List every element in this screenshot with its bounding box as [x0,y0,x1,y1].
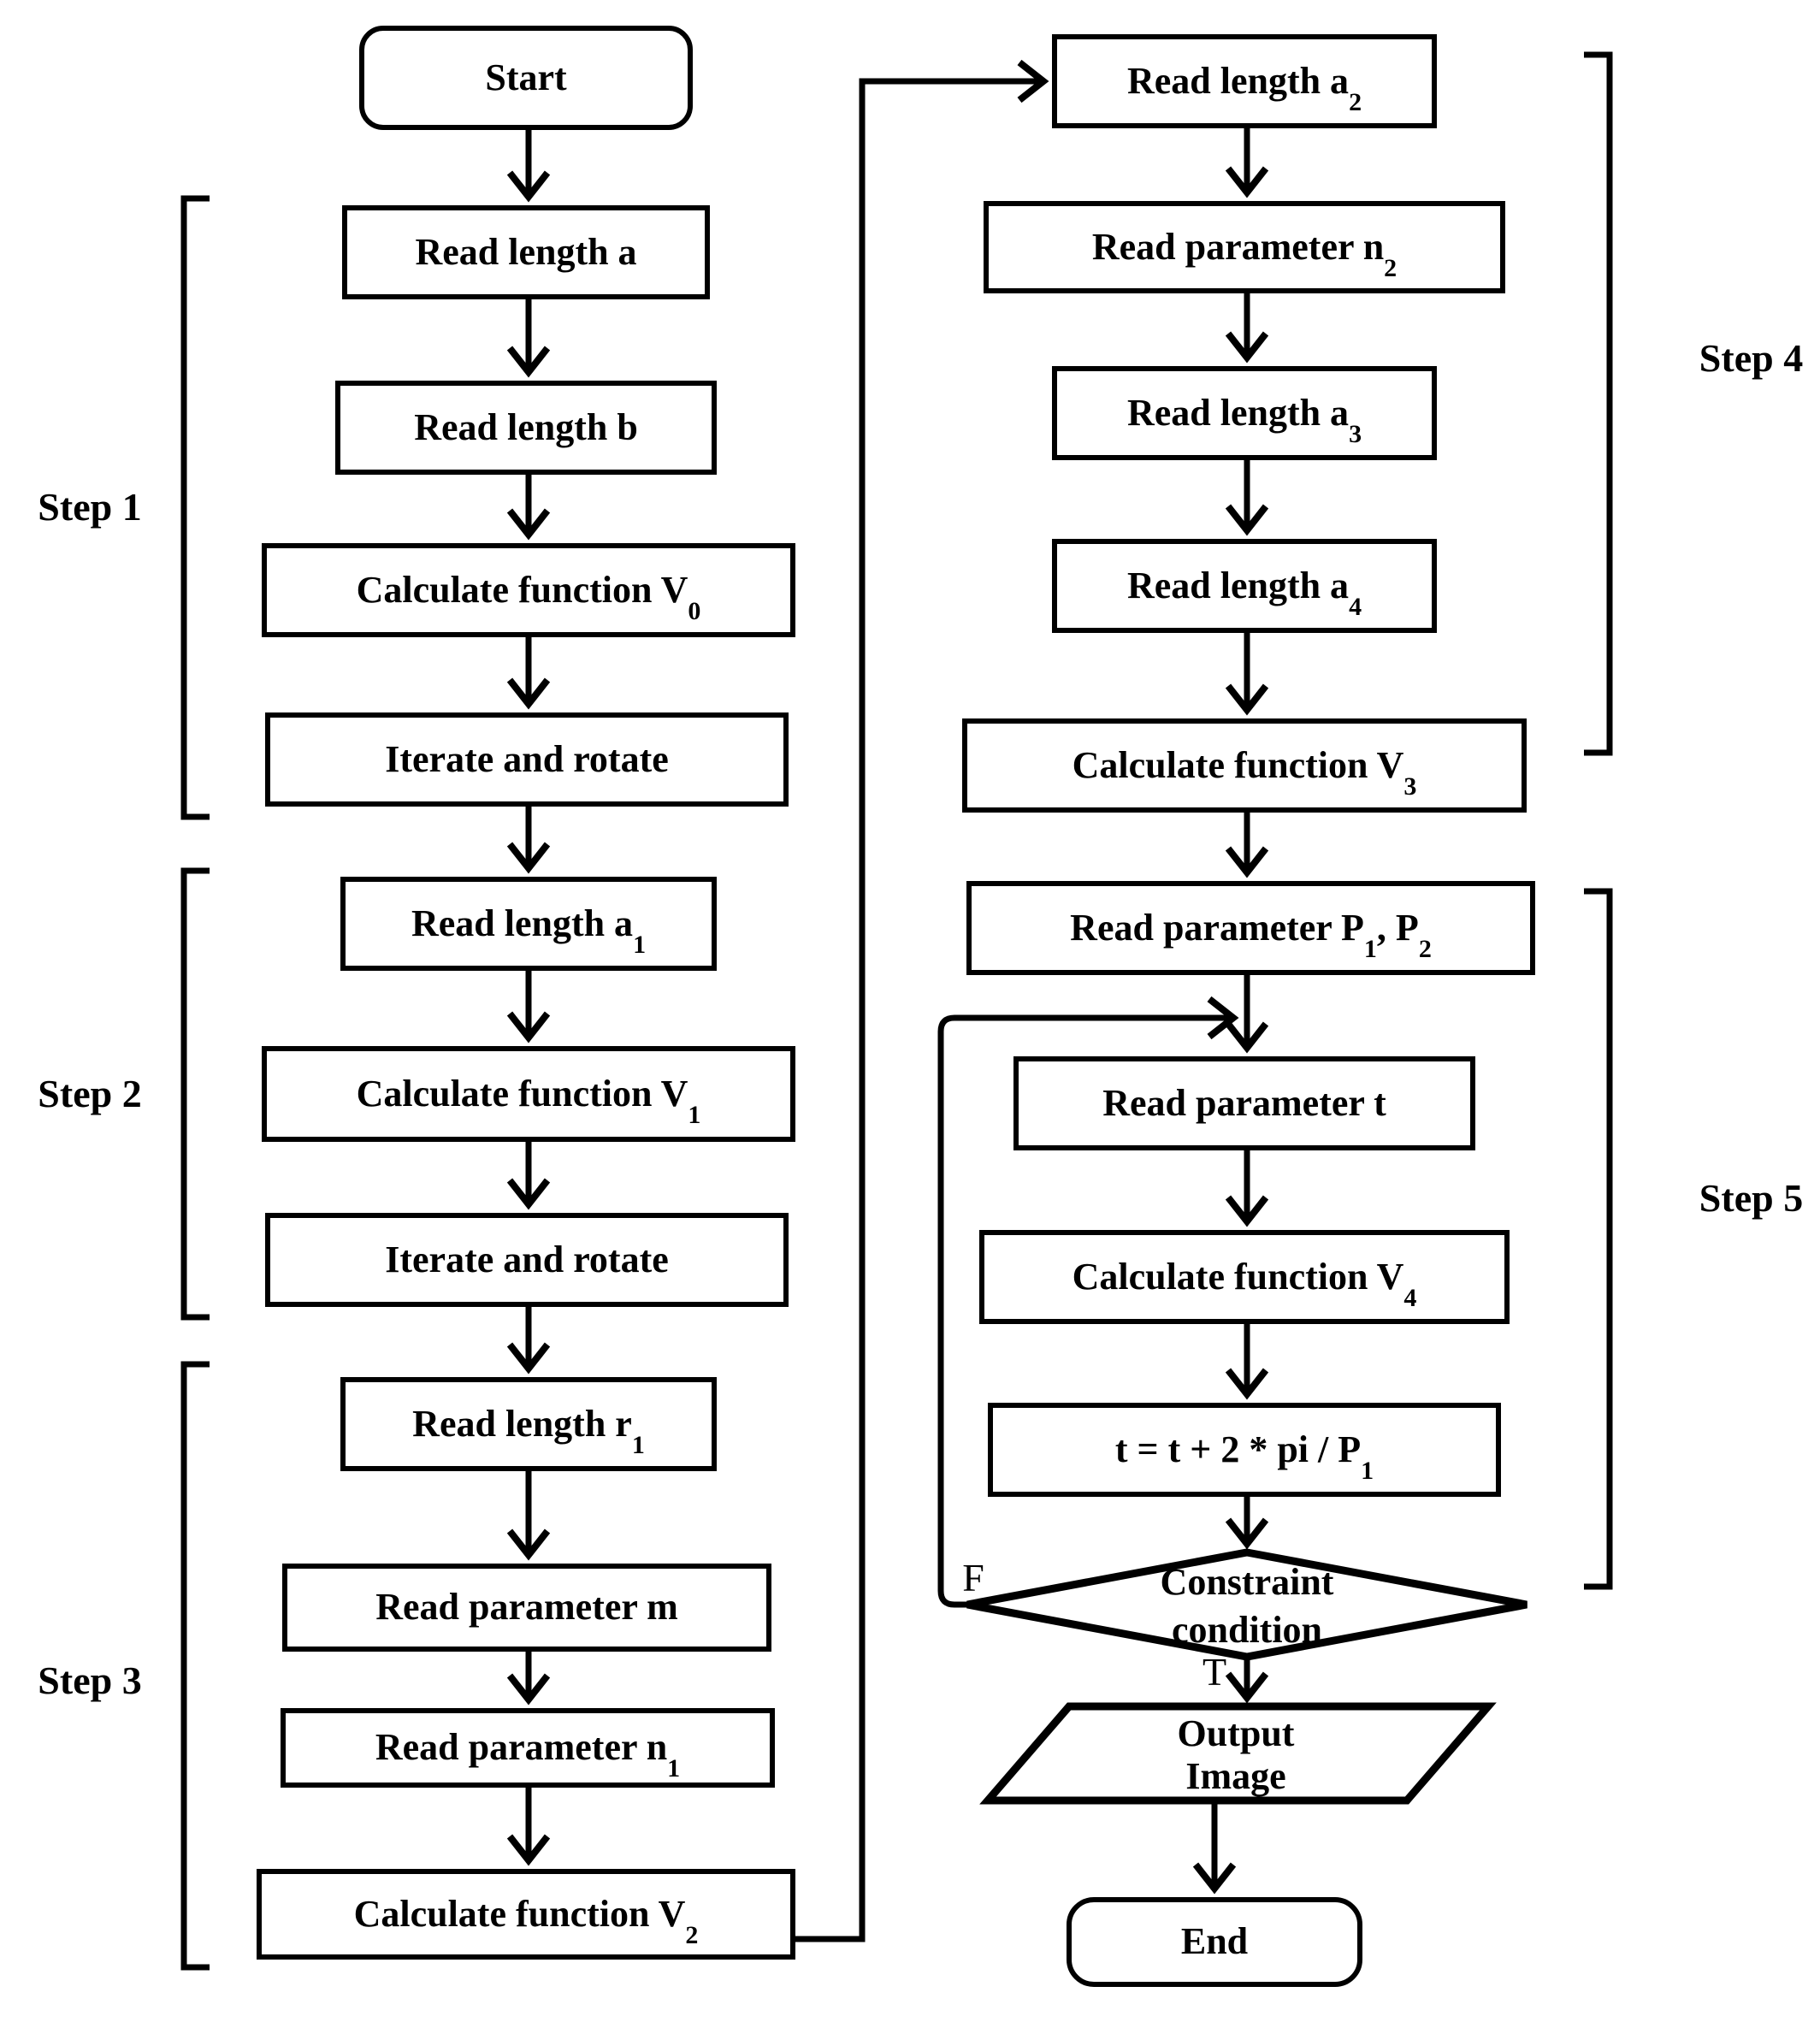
node-read-length-a-label: Read length a [415,230,637,273]
node-read-parameter-n1: Read parameter n1 [281,1708,775,1788]
bracket-step-1 [180,195,210,820]
output-image-shape [979,1702,1497,1805]
step-3-label: Step 3 [38,1658,142,1702]
node-calc-function-v1-label: Calculate function V1 [356,1072,701,1129]
node-read-length-a4: Read length a4 [1052,539,1437,633]
node-calc-function-v1: Calculate function V1 [262,1046,795,1142]
node-iterate-rotate-2-label: Iterate and rotate [385,1238,669,1280]
node-calc-function-v2-label: Calculate function V2 [353,1892,699,1949]
connector-false-loop [937,996,1239,1608]
node-end: End [1067,1897,1362,1987]
node-read-parameter-m-label: Read parameter m [375,1586,678,1629]
node-read-parameter-n1-label: Read parameter n1 [375,1726,681,1783]
node-t-update-label: t = t + 2 * pi / P1 [1114,1428,1374,1485]
false-branch-label: F [962,1556,984,1599]
node-read-parameter-t: Read parameter t [1013,1056,1475,1150]
node-read-length-a4-label: Read length a4 [1126,564,1362,621]
node-start-label: Start [485,56,567,98]
bracket-step-5 [1584,888,1613,1590]
node-read-parameter-p1p2: Read parameter P1, P2 [966,881,1535,975]
node-read-parameter-n2-label: Read parameter n2 [1091,225,1398,282]
node-read-parameter-n2: Read parameter n2 [984,201,1505,293]
node-read-length-r1: Read length r1 [340,1377,717,1471]
step-1-label: Step 1 [38,485,142,529]
node-read-length-a1: Read length a1 [340,877,717,971]
node-calc-function-v2: Calculate function V2 [257,1869,795,1960]
node-read-length-a: Read length a [342,205,710,299]
node-read-parameter-p1p2-label: Read parameter P1, P2 [1070,906,1432,963]
node-calc-function-v4-label: Calculate function V4 [1072,1255,1417,1312]
node-end-label: End [1180,1920,1249,1963]
node-read-length-a3: Read length a3 [1052,366,1437,460]
node-read-length-a2-label: Read length a2 [1126,59,1362,116]
node-read-length-b: Read length b [335,381,717,475]
node-calc-function-v3: Calculate function V3 [962,718,1527,813]
node-read-length-a2: Read length a2 [1052,34,1437,128]
node-read-length-b-label: Read length b [414,405,638,448]
node-t-update: t = t + 2 * pi / P1 [988,1403,1501,1497]
bracket-step-2 [180,867,210,1321]
step-4-label: Step 4 [1699,336,1804,380]
node-iterate-rotate-1-label: Iterate and rotate [385,737,669,780]
connector-calc-v2-to-read-a2 [795,59,1049,1942]
step-5-label: Step 5 [1699,1176,1804,1220]
node-read-length-r1-label: Read length r1 [412,1402,645,1459]
bracket-step-3 [180,1361,210,1971]
node-iterate-rotate-1: Iterate and rotate [265,712,789,807]
node-calc-function-v0-label: Calculate function V0 [356,568,701,625]
node-read-length-a3-label: Read length a3 [1126,391,1362,448]
node-read-parameter-t-label: Read parameter t [1102,1081,1386,1124]
decision-constraint-shape [966,1548,1528,1661]
node-start: Start [359,26,693,130]
node-read-parameter-m: Read parameter m [282,1564,771,1652]
node-calc-function-v4: Calculate function V4 [979,1230,1510,1324]
node-read-length-a1-label: Read length a1 [411,902,647,959]
node-calc-function-v0: Calculate function V0 [262,543,795,637]
bracket-step-4 [1584,51,1613,756]
node-iterate-rotate-2: Iterate and rotate [265,1213,789,1307]
step-2-label: Step 2 [38,1072,142,1115]
true-branch-label: T [1202,1650,1227,1694]
node-calc-function-v3-label: Calculate function V3 [1072,743,1417,801]
